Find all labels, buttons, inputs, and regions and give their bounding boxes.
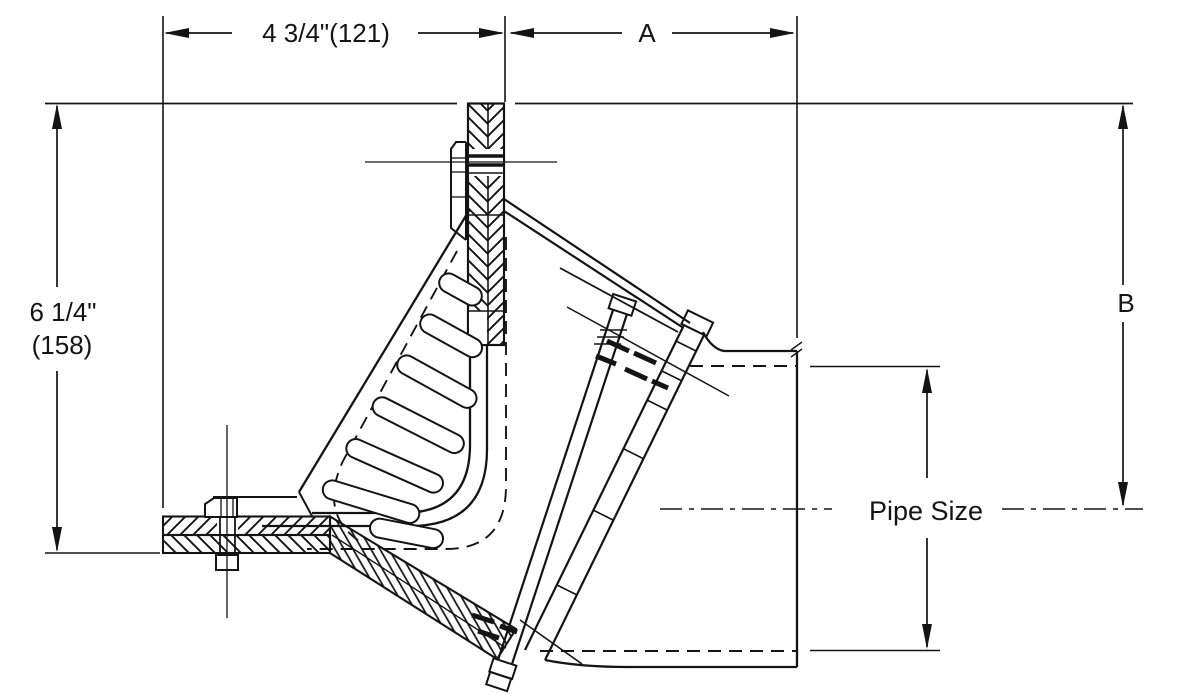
dim-label-a: A <box>638 18 656 48</box>
dimension-lines <box>52 28 1128 649</box>
dimension-labels: 4 3/4"(121) A 6 1/4" (158) B Pipe Size <box>29 18 1134 526</box>
dim-label-b: B <box>1117 288 1134 318</box>
outlet-flange-joint <box>471 292 730 693</box>
grate-slots <box>321 272 484 550</box>
deck-flange-section <box>161 497 518 661</box>
dim-label-height-inches: 6 1/4" <box>29 297 96 327</box>
dim-label-pipe-size: Pipe Size <box>869 496 983 526</box>
wall-flange-section <box>450 102 506 347</box>
dim-label-flange-width: 4 3/4"(121) <box>262 18 390 48</box>
upper-body-wall <box>503 198 691 333</box>
extension-lines <box>45 16 1133 652</box>
dim-label-height-mm: (158) <box>32 330 93 360</box>
